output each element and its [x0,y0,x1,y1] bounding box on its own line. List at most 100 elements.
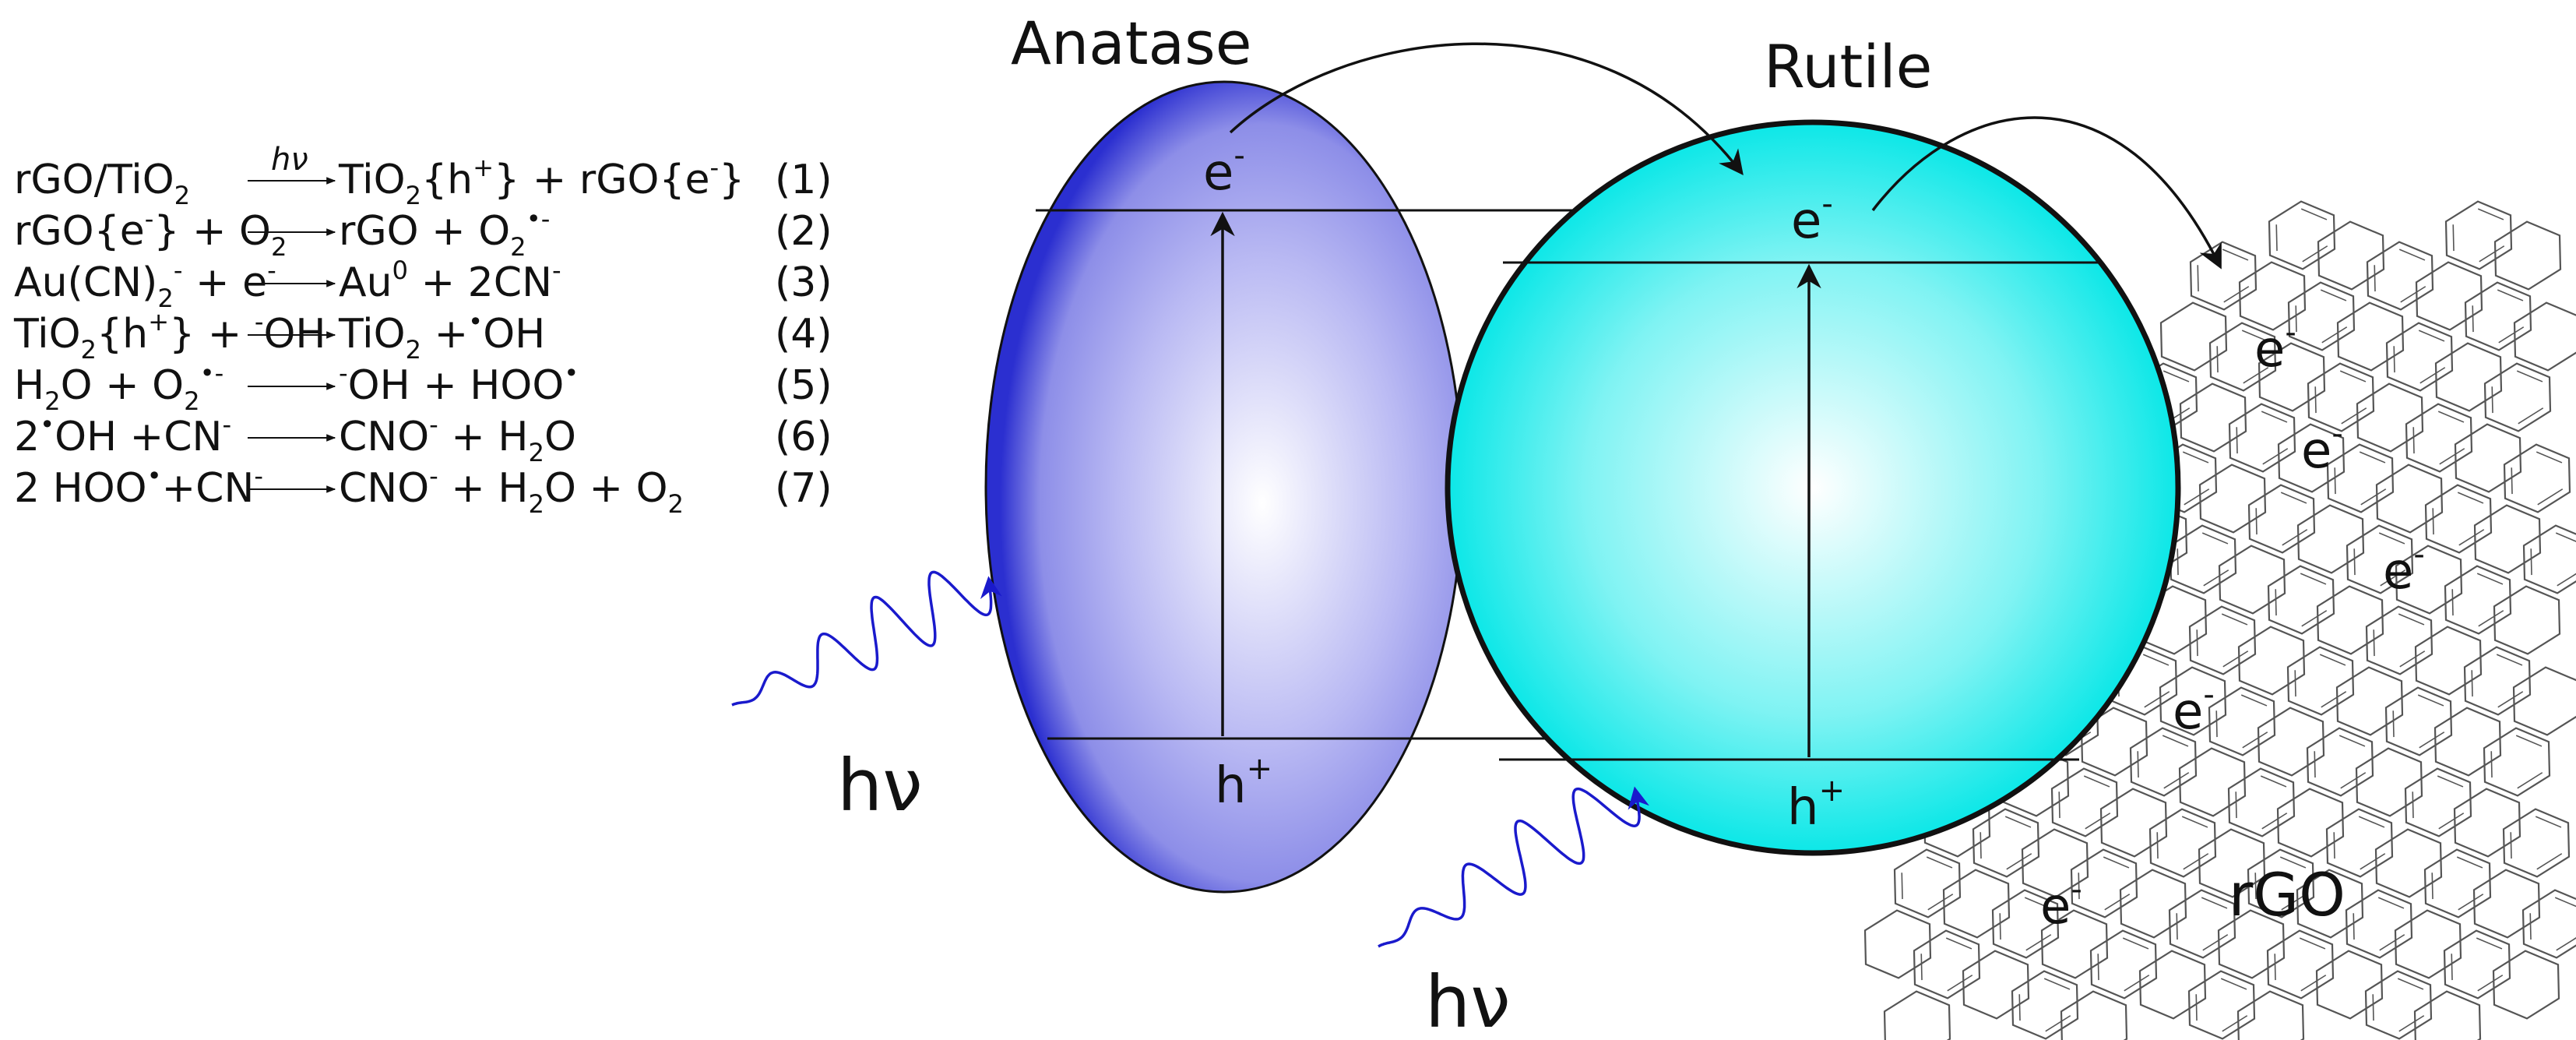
rutile-particle: e- h+ [1445,119,2181,856]
graphene-double-bond [2439,448,2465,465]
graphene-double-bond [2282,529,2308,546]
graphene-double-bond [2124,975,2150,992]
graphene-hexagon [2119,869,2187,939]
equation-term: -OH + HOO• [339,358,579,409]
graphene-hexagon [2521,889,2576,959]
graphene-hexagon [2345,524,2414,594]
graphene-hexagon [2198,464,2267,534]
graphene-double-bond [2024,897,2051,909]
equation-number: (2) [775,208,832,255]
graphene-double-bond [2319,654,2346,666]
anatase-electron-label: e- [1203,138,1245,202]
graphene-double-bond [2530,548,2532,576]
graphene-double-bond [1927,894,1954,911]
graphene-hexagon [2356,383,2424,453]
graphene-double-bond [2220,978,2247,990]
graphene-hexagon [2493,220,2562,291]
graphene-double-bond [2182,451,2209,464]
rgo-electron-label: e- [2383,537,2425,601]
graphene-double-bond [2340,772,2367,789]
equation-term: CNO- + H2O + O2 [339,461,684,519]
graphene-double-bond [2104,894,2131,911]
anatase-hole-label: h+ [1215,751,1272,815]
graphene-double-bond [2083,775,2110,788]
graphene-hexagon [2208,322,2277,392]
graphene-hexagon [2364,970,2433,1040]
graphene-double-bond [2321,326,2348,344]
graphene-double-bond [2398,249,2426,261]
graphene-double-bond [2418,330,2445,342]
graphene-hexagon [2148,808,2217,878]
graphene-double-bond [2476,573,2504,585]
equation-row: Au(CN)2- + e-Au0 + 2CN-(3) [14,256,832,313]
graphene-double-bond [2314,751,2316,778]
graphene-hexagon [2513,301,2576,372]
graphene-double-bond [2517,772,2543,789]
graphene-hexagon [2238,261,2307,331]
graphene-double-bond [2321,691,2347,708]
graphene-double-bond [2419,732,2445,749]
graphene-double-bond [2275,224,2278,252]
graphene-double-bond [2222,249,2249,261]
graphene-double-bond [2162,735,2189,747]
graphene-hexagon [2218,545,2286,615]
equation-number: (3) [775,259,832,306]
graphene-double-bond [2338,735,2366,747]
graphene-hexagon [2326,443,2395,513]
equation-number: (5) [775,362,832,409]
graphene-double-bond [2261,813,2288,830]
graphene-hexagon [2444,200,2513,270]
graphene-hexagon [2237,626,2306,696]
graphene-hexagon [2089,929,2158,999]
graphene-double-bond [2400,286,2426,303]
graphene-hexagon [2168,889,2236,959]
equation-term: Au(CN)2- + e- [14,256,276,313]
graphene-hexagon [2355,747,2423,817]
equation-term: rGO/TiO2 [14,157,190,210]
graphene-hexagon [2522,524,2576,594]
graphene-double-bond [2300,975,2327,992]
equation-term: TiO2{h+} + rGO{e-} [338,153,744,210]
graphene-hexagon [2366,241,2434,311]
graphene-double-bond [2359,451,2386,464]
photon-left: hν [731,570,1002,827]
graphene-double-bond [2398,1015,2425,1032]
graphene-double-bond [2412,791,2414,819]
equation-number: (4) [775,311,832,358]
graphene-hexagon [2187,970,2256,1040]
graphene-hexagon [2512,666,2576,736]
graphene-hexagon [2296,504,2365,574]
graphene-double-bond [2156,832,2159,859]
graphene-double-bond [2511,467,2513,495]
graphene-hexagon [2169,524,2237,594]
graphene-double-bond [2497,289,2524,301]
graphene-hexagon [2276,788,2345,858]
graphene-hexagon [2415,261,2483,331]
graphene-hexagon [2317,220,2385,291]
graphene-double-bond [2341,407,2367,425]
graphene-double-bond [2333,832,2335,859]
graphene-hexagon [2434,342,2503,412]
graphene-hexagon [2315,950,2384,1020]
graphene-hexagon [2423,848,2492,918]
graphene-hexagon [2040,909,2109,979]
rgo-electron-label: e- [2173,677,2215,741]
graphene-double-bond [2300,573,2327,585]
graphene-double-bond [2122,937,2149,950]
graphene-hexagon [2472,869,2541,939]
graphene-double-bond [2279,856,2307,869]
graphene-double-bond [2243,367,2269,384]
graphene-hexagon [2463,646,2532,716]
graphene-double-bond [2515,735,2543,747]
graphene-hexagon [2268,200,2336,270]
graphene-double-bond [2058,791,2060,819]
graphene-hexagon [1883,990,1951,1040]
graphene-double-bond [2339,370,2367,383]
graphene-hexagon [2070,848,2138,918]
graphene-double-bond [2196,629,2198,657]
graphene-double-bond [2201,897,2228,909]
graphene-double-bond [2554,897,2576,908]
graphene-double-bond [2479,245,2505,263]
